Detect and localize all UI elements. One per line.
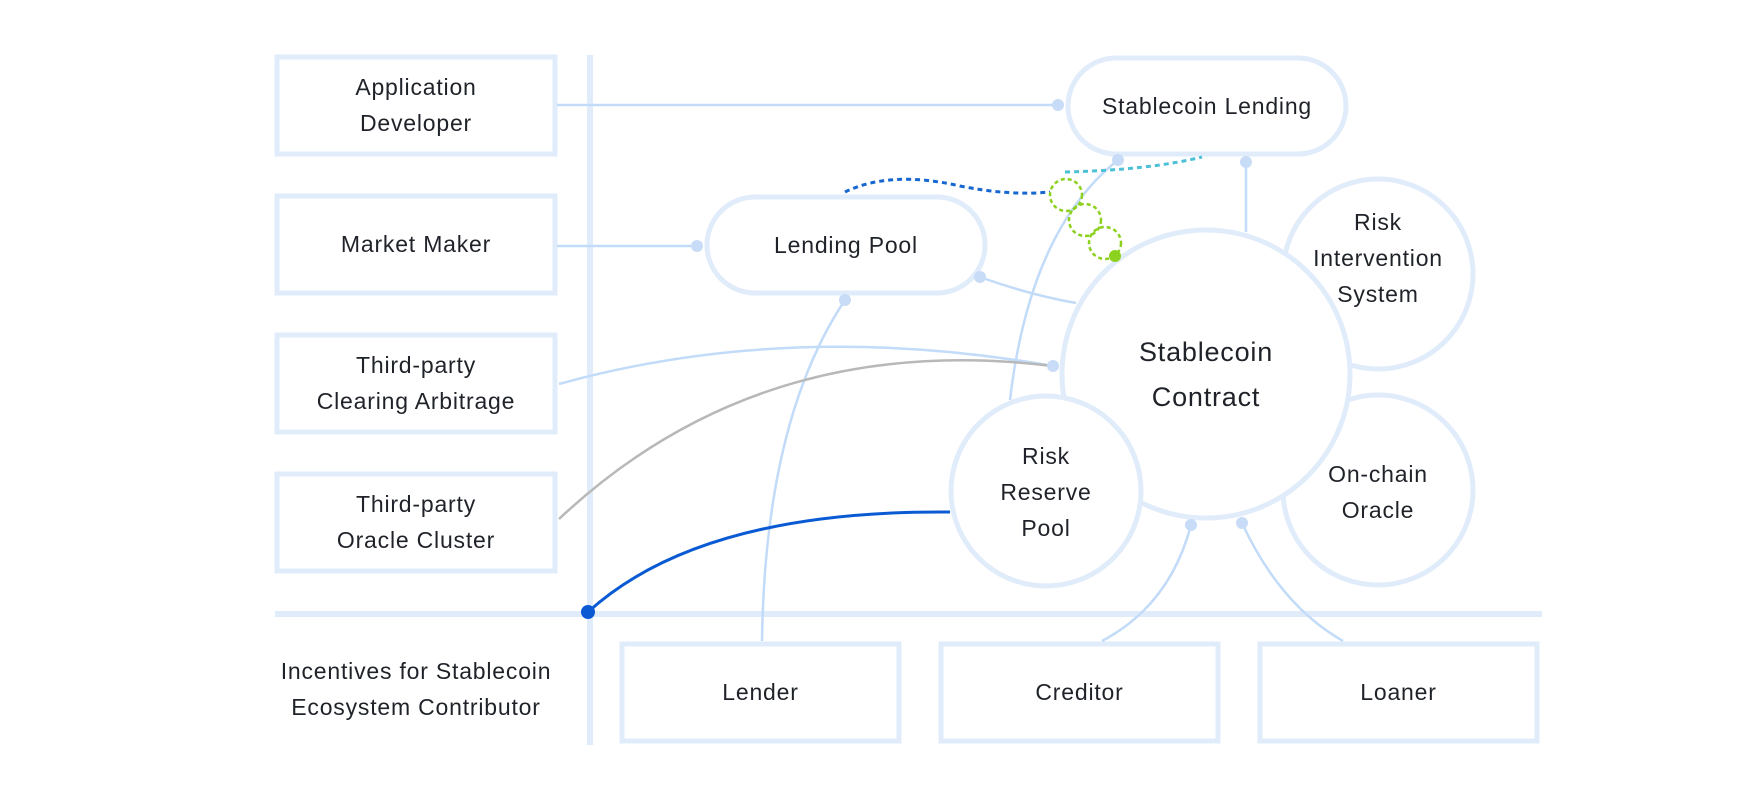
label-oracle-cluster: Third-party Oracle Cluster bbox=[336, 491, 496, 553]
connector-clearing-to-contract bbox=[558, 345, 1054, 386]
chain-end-dot bbox=[1109, 250, 1121, 262]
label-risk-intervention: Risk Intervention System bbox=[1313, 209, 1443, 307]
label-lending-pool: Lending Pool bbox=[774, 232, 918, 258]
connector-oraclecluster-to-contract bbox=[558, 359, 1054, 520]
connector-pool-to-contract bbox=[979, 275, 1077, 305]
label-market-maker: Market Maker bbox=[340, 231, 492, 257]
connector-incentives-to-reserve bbox=[586, 510, 951, 614]
box-lender bbox=[619, 641, 902, 744]
circle-risk-reserve bbox=[948, 393, 1144, 589]
dotted-flow-cyan bbox=[1064, 155, 1203, 174]
label-risk-reserve: Risk Reserve Pool bbox=[1000, 443, 1092, 541]
connector-contract-to-loaner bbox=[1240, 522, 1344, 643]
label-incentives: Incentives for Stablecoin Ecosystem Cont… bbox=[280, 658, 552, 720]
label-lender: Lender bbox=[722, 679, 799, 705]
label-stablecoin-lending: Stablecoin Lending bbox=[1101, 93, 1313, 119]
connector-lending-to-reserve bbox=[1008, 159, 1119, 401]
incentive-node-dot bbox=[581, 605, 595, 619]
label-creditor: Creditor bbox=[1035, 679, 1124, 705]
label-application-developer: Application Developer bbox=[355, 74, 477, 136]
label-onchain-oracle: On-chain Oracle bbox=[1328, 461, 1428, 523]
box-creditor bbox=[938, 641, 1221, 744]
connector-contract-to-creditor bbox=[1101, 524, 1193, 643]
connector-pool-to-lender bbox=[760, 299, 847, 642]
box-oracle-cluster bbox=[274, 471, 558, 574]
pill-lending-pool bbox=[704, 194, 988, 296]
box-application-developer bbox=[274, 54, 558, 157]
box-market-maker bbox=[274, 193, 558, 296]
connector-dots bbox=[691, 99, 1252, 531]
pill-stablecoin-lending bbox=[1065, 55, 1349, 157]
box-clearing-arbitrage bbox=[274, 332, 558, 435]
label-stablecoin-contract: Stablecoin Contract bbox=[1138, 337, 1274, 412]
label-loaner: Loaner bbox=[1360, 679, 1437, 705]
dotted-flow-blue bbox=[844, 177, 1051, 195]
circle-stablecoin-contract bbox=[1059, 227, 1353, 521]
label-clearing-arbitrage: Third-party Clearing Arbitrage bbox=[316, 352, 516, 414]
box-loaner bbox=[1257, 641, 1540, 744]
chain-link-icon bbox=[1048, 177, 1123, 261]
